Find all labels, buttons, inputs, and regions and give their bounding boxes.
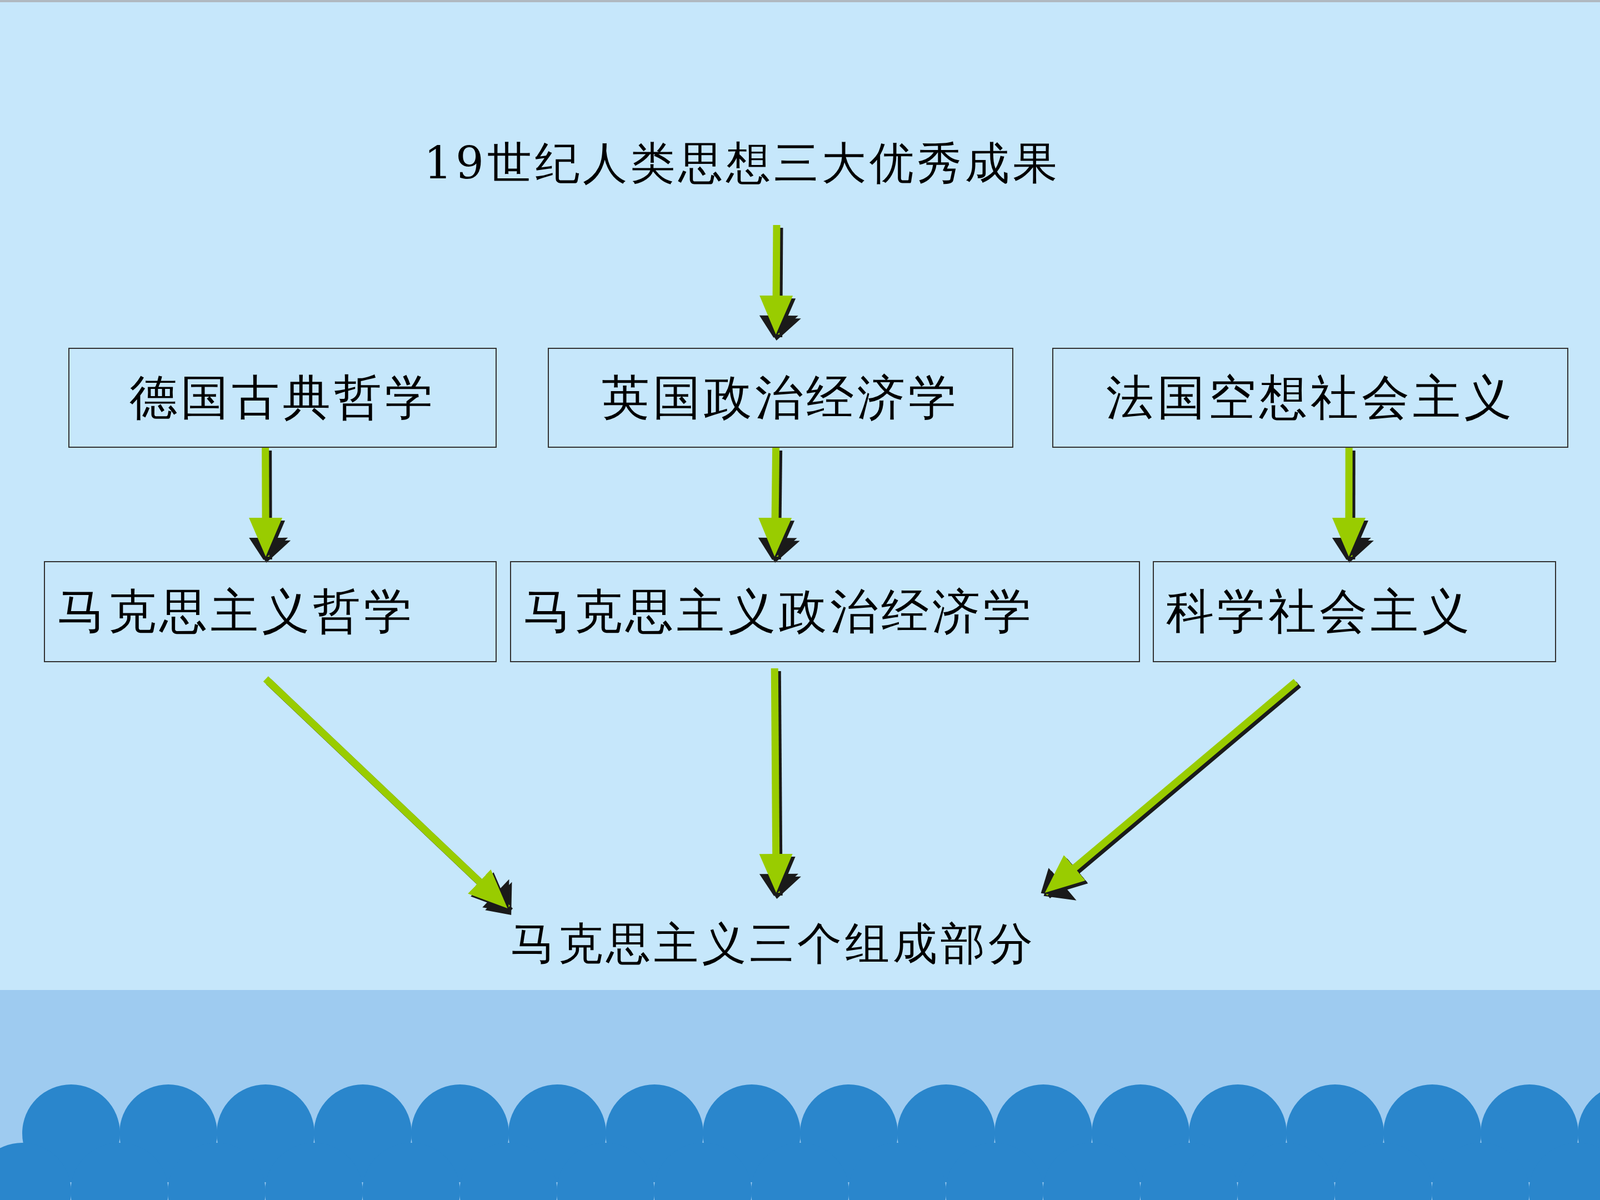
wave-scallop	[848, 1142, 947, 1200]
wave-scallop	[751, 1142, 849, 1200]
flow-arrow	[776, 225, 777, 335]
wave-scallop	[0, 1142, 72, 1200]
result-node: 马克思主义三个组成部分	[484, 911, 1063, 978]
wave-scallop	[70, 1142, 169, 1200]
node-label: 英国政治经济学	[601, 365, 960, 431]
component-box: 马克思主义哲学	[43, 561, 497, 663]
flow-arrow	[1045, 681, 1297, 893]
wave-scallop	[1237, 1142, 1335, 1200]
flow-arrow	[261, 447, 270, 557]
wave-scallop	[265, 1142, 363, 1200]
flow-arrow	[1345, 447, 1353, 557]
wave-scallop	[1140, 1142, 1238, 1200]
wave-pattern	[0, 1084, 1600, 1200]
flow-arrow	[774, 447, 776, 557]
node-label: 科学社会主义	[1166, 579, 1473, 645]
wave-scallop	[362, 1142, 460, 1200]
wave-scallop	[556, 1142, 655, 1200]
flow-arrow	[774, 668, 777, 893]
wave-scallop	[1528, 1142, 1600, 1200]
wave-scallop	[945, 1142, 1044, 1200]
wave-scallop	[167, 1142, 266, 1200]
node-label: 19世纪人类思想三大优秀成果	[423, 133, 1061, 194]
heading-node: 19世纪人类思想三大优秀成果	[397, 133, 1087, 195]
component-box: 科学社会主义	[1152, 561, 1557, 663]
node-label: 马克思主义政治经济学	[523, 579, 1035, 645]
wave-scallop	[1431, 1142, 1530, 1200]
wave-scallop	[459, 1142, 558, 1200]
node-label: 德国古典哲学	[129, 365, 437, 431]
wave-scallop	[653, 1142, 752, 1200]
flow-arrow	[265, 678, 508, 909]
node-label: 马克思主义三个组成部分	[510, 914, 1037, 975]
source-box: 法国空想社会主义	[1052, 347, 1569, 448]
node-label: 马克思主义哲学	[57, 579, 415, 645]
component-box: 马克思主义政治经济学	[510, 561, 1140, 663]
top-rule	[0, 0, 1600, 3]
wave-scallop	[1042, 1142, 1141, 1200]
source-box: 英国政治经济学	[547, 347, 1014, 448]
wave-scallop	[1334, 1142, 1433, 1200]
source-box: 德国古典哲学	[68, 347, 497, 448]
node-label: 法国空想社会主义	[1106, 365, 1515, 431]
